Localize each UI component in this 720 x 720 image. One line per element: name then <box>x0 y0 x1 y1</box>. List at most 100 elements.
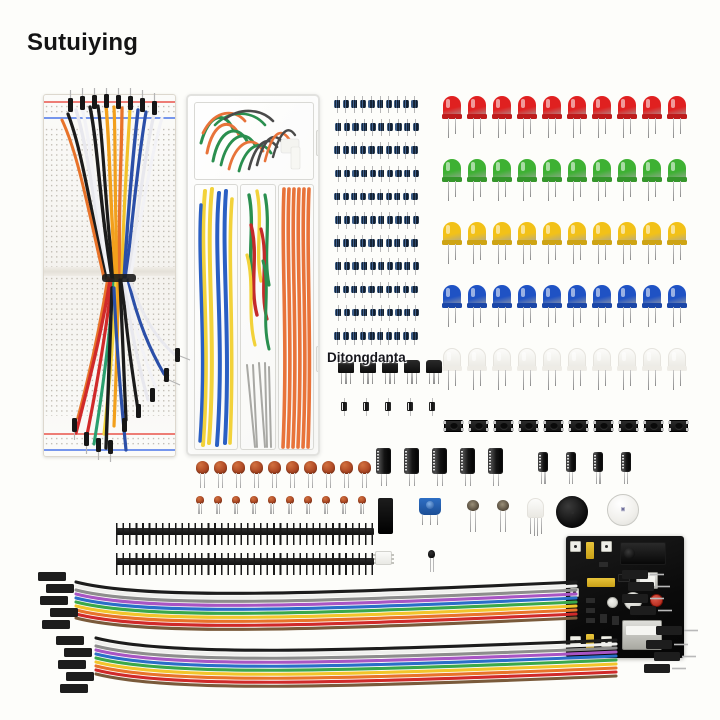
tact-switch <box>568 418 589 434</box>
yellow-led <box>467 222 487 264</box>
led-flange <box>517 240 537 245</box>
led-anode-lead <box>498 181 500 201</box>
led-flange <box>592 177 612 182</box>
diode-body <box>385 402 391 411</box>
photoresistor-head <box>497 500 509 511</box>
transistor <box>426 360 442 385</box>
power-module-smd <box>600 614 607 623</box>
electrolytic-cap-can <box>565 452 576 472</box>
diode-lead <box>409 411 411 416</box>
power-button[interactable] <box>650 594 663 607</box>
led-anode-lead <box>598 118 600 138</box>
tact-switch-leg <box>661 421 664 424</box>
led-highlight <box>471 162 475 171</box>
electrolytic-cap-lead <box>571 472 574 484</box>
led-flange <box>517 114 537 119</box>
led-anode-lead <box>648 181 650 201</box>
resistor <box>359 281 366 299</box>
ceramic-cap-lead <box>326 503 329 514</box>
ceramic-cap-disc <box>286 461 299 474</box>
led-cathode-lead <box>679 244 681 260</box>
tact-switch <box>643 418 664 434</box>
led-anode-lead <box>673 181 675 201</box>
led-dome <box>643 159 661 181</box>
green-led <box>467 159 487 201</box>
yellow-led <box>442 222 462 264</box>
led-cathode-lead <box>654 370 656 386</box>
led-cathode-lead <box>504 370 506 386</box>
led-cathode-lead <box>554 370 556 386</box>
ceramic-cap-lead <box>307 473 310 488</box>
led-highlight <box>446 99 450 108</box>
resistor <box>361 212 368 229</box>
diode-lead <box>343 398 345 403</box>
ceramic-cap-lead <box>218 503 221 514</box>
led-cathode-lead <box>554 244 556 260</box>
ceramic-cap-lead <box>324 503 326 514</box>
led-cathode-lead <box>579 307 581 323</box>
ceramic-cap-disc <box>268 496 276 504</box>
led-cathode-lead <box>629 307 631 323</box>
led-anode-lead <box>623 307 625 327</box>
led-anode-lead <box>498 307 500 327</box>
ceramic-capacitor <box>250 496 258 515</box>
white-led <box>542 348 562 390</box>
tact-switch-leg <box>618 428 621 431</box>
tact-switch-leg <box>568 428 571 431</box>
led-cathode-lead <box>579 118 581 134</box>
led-anode-lead <box>648 118 650 138</box>
led-flange <box>667 240 687 245</box>
tact-switch-leg <box>643 421 646 424</box>
led-anode-lead <box>498 118 500 138</box>
ceramic-cap-lead <box>362 503 365 514</box>
electrolytic-cap-lead <box>436 474 438 486</box>
led-cathode-lead <box>479 181 481 197</box>
led-anode-lead <box>598 181 600 201</box>
led-highlight <box>671 162 675 171</box>
resistor <box>404 258 411 275</box>
tact-switch-plunger <box>649 422 658 430</box>
thermistor <box>427 550 436 572</box>
diode-body <box>341 402 347 411</box>
led-highlight <box>521 162 525 171</box>
header-pins-down <box>116 534 374 545</box>
led-flange <box>592 366 612 371</box>
diode-lead <box>365 411 367 416</box>
led-anode-lead <box>598 307 600 327</box>
led-cathode-lead <box>529 118 531 134</box>
resistor <box>386 258 393 275</box>
tact-switch-leg <box>518 428 521 431</box>
ceramic-cap-disc <box>232 496 240 504</box>
led-flange <box>567 366 587 371</box>
tact-switch-leg <box>443 428 446 431</box>
led-flange <box>492 114 512 119</box>
resistor <box>351 188 358 206</box>
smd-chip-pin <box>373 562 376 564</box>
led-highlight <box>446 288 450 297</box>
led-cathode-lead <box>454 244 456 260</box>
resistor <box>361 119 368 136</box>
green-led <box>517 159 537 201</box>
resistor <box>335 304 342 322</box>
led-flange <box>517 177 537 182</box>
led-flange <box>442 303 462 308</box>
ceramic-capacitor <box>358 461 371 489</box>
electrolytic-capacitor <box>620 452 631 484</box>
led-highlight <box>546 288 550 297</box>
led-anode-lead <box>573 370 575 390</box>
diode-lead <box>365 398 367 403</box>
ceramic-capacitor <box>196 496 204 515</box>
blue-led <box>467 285 487 327</box>
led-dome <box>443 222 461 244</box>
tact-switch <box>618 418 639 434</box>
resistor <box>368 96 375 113</box>
resistor <box>352 304 359 322</box>
led-anode-lead <box>473 370 475 390</box>
blue-led <box>642 285 662 327</box>
led-dome <box>493 285 511 307</box>
trimpot-pin <box>437 515 439 525</box>
tact-switch-leg <box>586 421 589 424</box>
resistor <box>412 165 419 183</box>
ceramic-capacitor <box>250 461 263 489</box>
resistor <box>377 328 384 345</box>
